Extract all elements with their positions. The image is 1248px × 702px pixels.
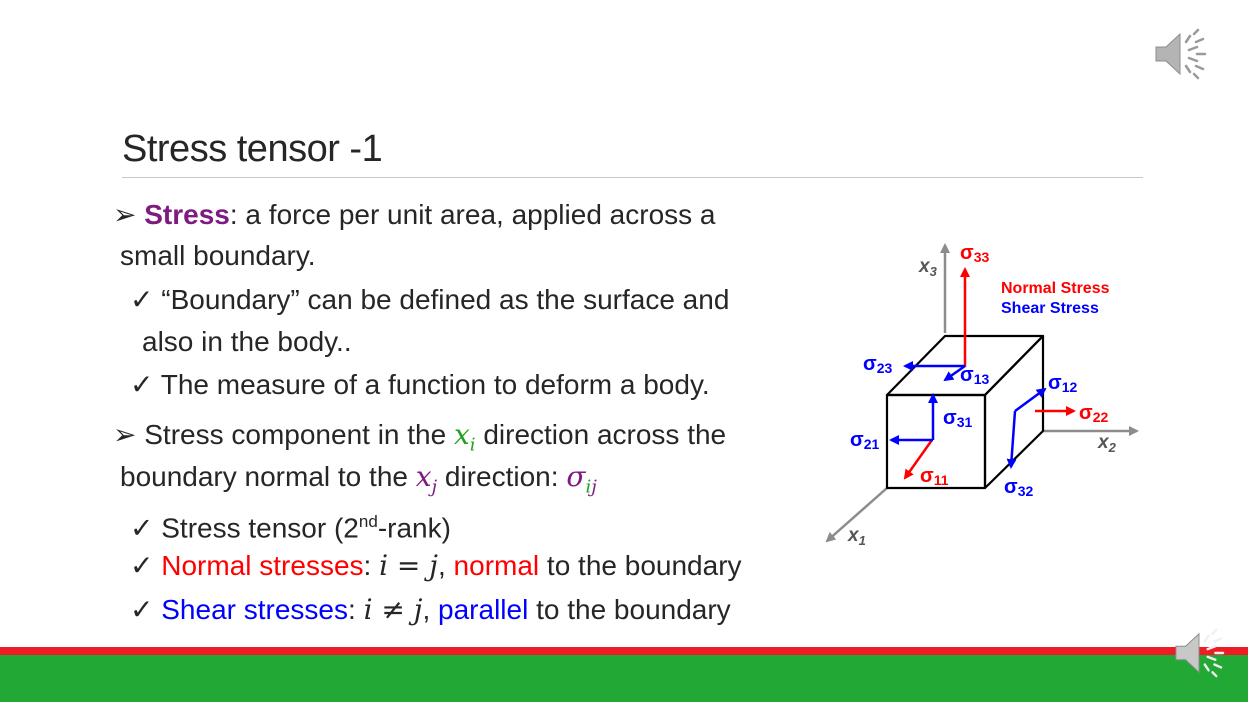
normal-keyword: normal — [453, 550, 540, 581]
normal-stresses-term: Normal stresses — [161, 550, 364, 581]
speaker-icon[interactable] — [1152, 28, 1208, 80]
bullet-continuation: small boundary. — [120, 239, 316, 273]
check-icon: ✓ — [130, 512, 154, 544]
slide-title: Stress tensor -1 — [122, 128, 383, 170]
x1-axis-label: x1 — [847, 525, 866, 548]
sigma12-label: σ12 — [1048, 372, 1077, 395]
bullet-text: Stress component in the — [144, 419, 454, 450]
sigma11-arrow — [903, 439, 934, 480]
math-i-not-equals-j: i ≠ j — [363, 593, 423, 626]
sigma33-label: σ33 — [960, 242, 989, 265]
sigma13-arrow — [943, 364, 966, 382]
cube — [885, 334, 1045, 490]
check-icon: ✓ — [130, 369, 154, 400]
sub-bullet-text: also in the body.. — [142, 326, 352, 357]
sub-bullet-text: -rank) — [377, 512, 451, 544]
bullet-text: direction across the — [475, 419, 727, 450]
sub-bullet-text: to the boundary — [539, 550, 742, 581]
x3-axis-label: x3 — [918, 256, 938, 279]
math-sigma-ij: σij — [566, 460, 597, 498]
bullet-text: boundary normal to the — [120, 461, 416, 492]
title-divider — [122, 177, 1143, 178]
sub-bullet-boundary: ✓ “Boundary” can be defined as the surfa… — [130, 283, 729, 317]
x2-axis-label: x2 — [1097, 432, 1117, 455]
sub-bullet-text: “Boundary” can be defined as the surface… — [161, 284, 730, 315]
sigma32-label: σ32 — [1004, 476, 1033, 499]
bullet-stress-component: ➢ Stress component in the xi direction a… — [113, 418, 726, 463]
sub-bullet-text: to the boundary — [528, 594, 731, 625]
arrow-bullet-icon: ➢ — [113, 419, 137, 450]
legend-shear-stress: Shear Stress — [1001, 300, 1099, 317]
bullet-text: small boundary. — [120, 240, 316, 271]
sub-bullet-continuation: also in the body.. — [142, 325, 352, 359]
speaker-icon[interactable] — [1172, 628, 1226, 678]
sigma11-label: σ11 — [920, 465, 949, 488]
math-xi: xi — [453, 418, 476, 456]
sub-bullet-measure: ✓ The measure of a function to deform a … — [130, 368, 710, 402]
x1-axis — [825, 487, 888, 543]
stress-term: Stress — [144, 199, 230, 230]
legend-normal-stress: Normal Stress — [1001, 280, 1110, 297]
sigma22-label: σ22 — [1079, 402, 1108, 425]
sigma21-label: σ21 — [850, 429, 879, 452]
parallel-keyword: parallel — [438, 594, 529, 625]
sigma12-arrow — [1014, 387, 1047, 413]
math-i-equals-j: i = j — [379, 549, 438, 582]
sub-bullet-text: The measure of a function to deform a bo… — [160, 369, 710, 400]
check-icon: ✓ — [130, 550, 154, 581]
arrow-bullet-icon: ➢ — [113, 199, 137, 230]
footer-green-bar — [0, 655, 1248, 702]
check-icon: ✓ — [130, 284, 154, 315]
superscript: nd — [358, 512, 378, 531]
bullet-text: direction: — [437, 461, 567, 492]
sigma32-arrow — [1006, 410, 1017, 469]
stress-cube-diagram: x3 x2 x1 Normal Stress Shear Stress σ33 … — [825, 242, 1139, 548]
sigma31-label: σ31 — [943, 407, 972, 430]
sub-bullet-shear-stresses: ✓ Shear stresses: i ≠ j, parallel to the… — [130, 593, 731, 626]
bullet-text: : a force per unit area, applied across … — [229, 199, 716, 230]
sub-bullet-text: Stress tensor (2 — [161, 512, 359, 544]
bullet-stress: ➢ Stress: a force per unit area, applied… — [113, 198, 716, 232]
sigma13-label: σ13 — [960, 364, 989, 387]
sigma23-label: σ23 — [863, 353, 892, 376]
sub-bullet-tensor: ✓ Stress tensor (2nd-rank) — [130, 505, 451, 545]
bullet-continuation: boundary normal to the xj direction: σij — [120, 460, 597, 505]
sub-bullet-normal-stresses: ✓ Normal stresses: i = j, normal to the … — [130, 549, 742, 582]
footer-red-bar — [0, 647, 1248, 655]
check-icon: ✓ — [130, 594, 154, 625]
math-xj: xj — [415, 460, 438, 498]
shear-stresses-term: Shear stresses — [161, 594, 348, 625]
